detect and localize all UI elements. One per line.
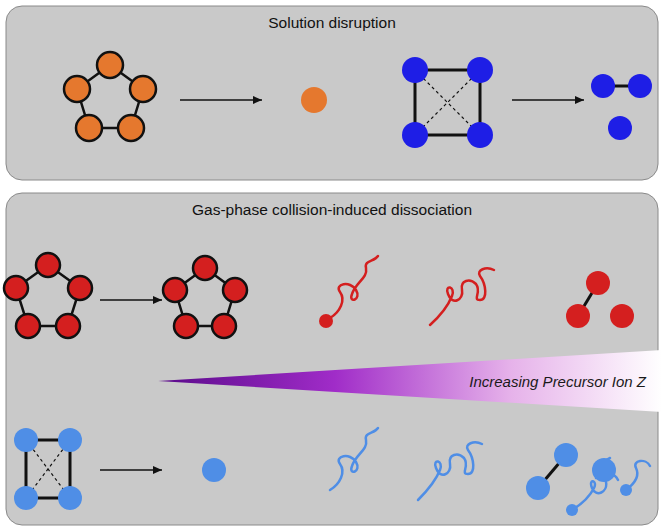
orange-pentamer — [64, 52, 156, 141]
panel-title: Gas-phase collision-induced dissociation — [6, 201, 658, 219]
red-compact-pentamer — [163, 256, 247, 338]
gradient-wedge: Increasing Precursor Ion Z — [158, 350, 662, 412]
lightblue-fragments — [526, 443, 632, 516]
panel-title: Solution disruption — [6, 14, 658, 32]
orange-monomer — [301, 87, 327, 113]
panel-ground — [6, 6, 658, 180]
arrow — [512, 99, 584, 101]
lightblue-unfolded — [330, 428, 650, 510]
arrow — [100, 299, 162, 301]
blue-tetramer — [402, 57, 493, 148]
lightblue-monomer — [202, 458, 226, 482]
panel: Solution disruption — [6, 6, 658, 180]
red-ball — [319, 314, 333, 328]
axis-note: Increasing Precursor Ion Z — [469, 373, 646, 390]
blue-dimer-monomer — [591, 74, 652, 140]
panel: Gas-phase collision-induced dissociation… — [6, 193, 658, 525]
red-pentamer — [4, 253, 92, 338]
red-unfolded — [330, 256, 494, 325]
red-fragments — [566, 271, 634, 328]
arrow — [100, 469, 162, 471]
arrow — [180, 99, 262, 101]
lightblue-tetramer — [14, 428, 82, 510]
